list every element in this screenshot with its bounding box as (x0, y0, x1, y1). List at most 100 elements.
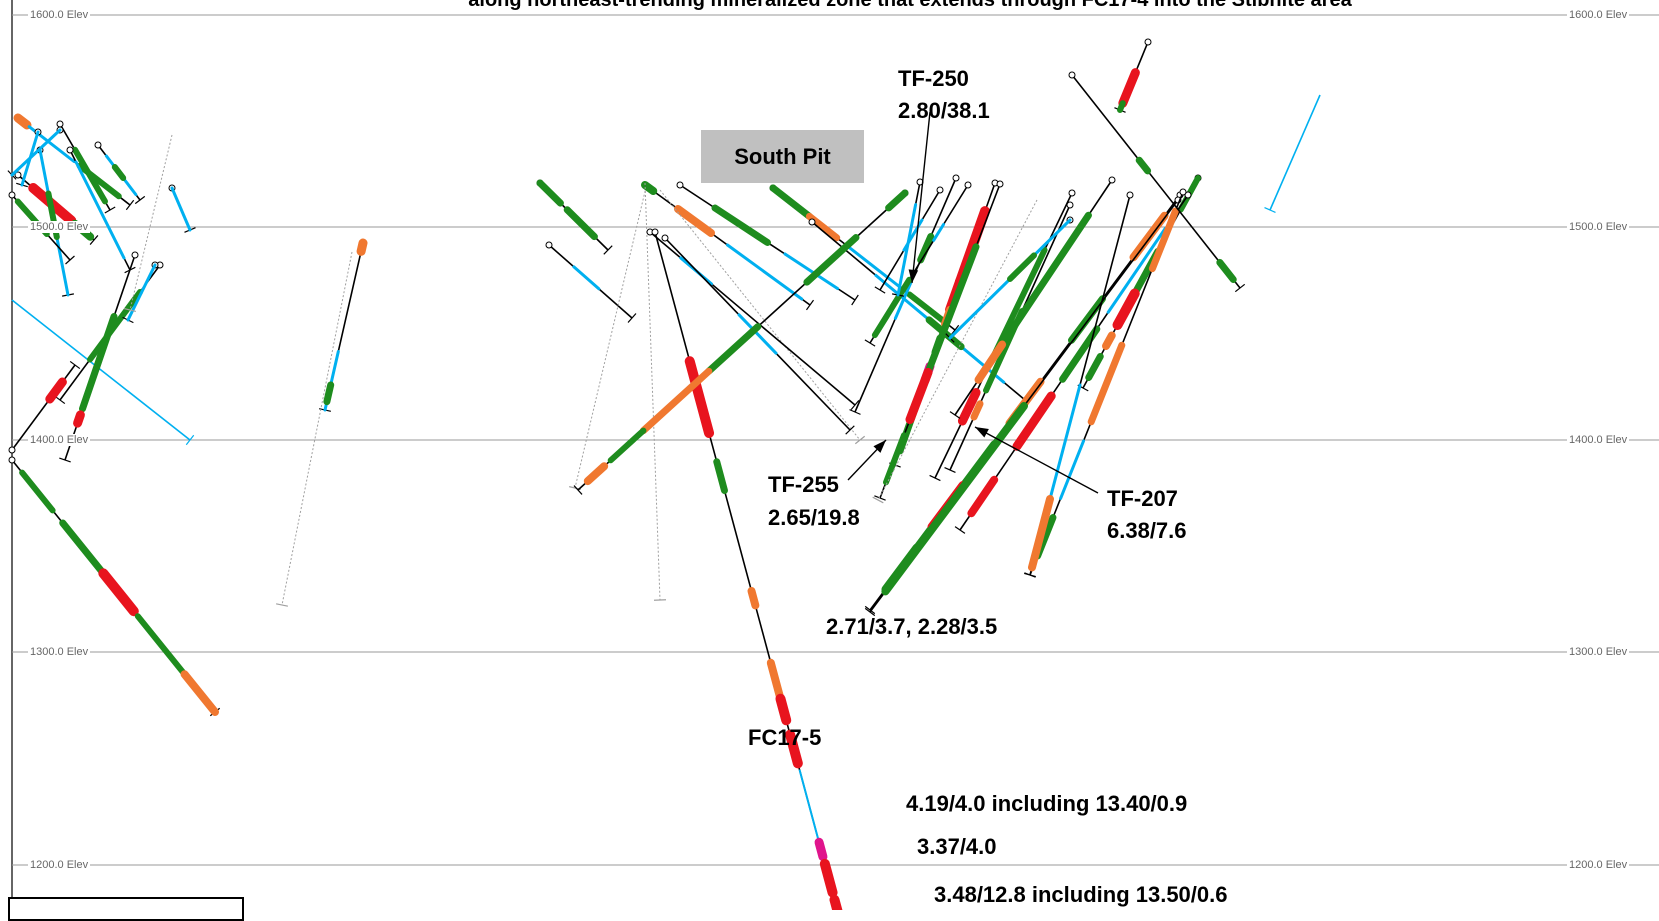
drillhole-L4 (57, 121, 115, 213)
assay-interval (540, 183, 560, 203)
collar-marker (1145, 39, 1151, 45)
assay-interval (974, 404, 980, 417)
elev-label-left-1600: 1600.0 Elev (28, 9, 90, 21)
tf250-grade: 2.80/38.1 (898, 98, 990, 124)
assay-interval (78, 415, 81, 423)
hole-end-tick (55, 396, 65, 403)
assay-interval (588, 466, 604, 481)
fc17-5-hole-id: FC17-5 (748, 725, 821, 751)
hole-end-tick (276, 604, 288, 606)
assay-interval (1106, 336, 1112, 347)
elev-label-right-1400: 1400.0 Elev (1567, 434, 1629, 446)
assay-interval (780, 699, 786, 721)
hole-end-tick (955, 527, 965, 534)
collar-marker (965, 182, 971, 188)
drillhole-M1 (319, 240, 366, 411)
assay-interval (834, 900, 844, 910)
assay-interval (1139, 160, 1147, 171)
elev-label-left-1200: 1200.0 Elev (28, 859, 90, 871)
collar-marker (1127, 192, 1133, 198)
drillhole-trace (282, 252, 352, 605)
assay-interval (103, 573, 133, 611)
drillhole-C7 (677, 182, 858, 305)
collar-marker (1067, 202, 1073, 208)
assay-interval (728, 245, 802, 299)
drillhole-C5 (660, 190, 865, 444)
tf255-grade: 2.65/19.8 (768, 505, 860, 531)
collar-marker (95, 142, 101, 148)
assay-interval (50, 382, 63, 399)
drillhole-C2 (546, 242, 636, 323)
fc17-5-intercept-1: 4.19/4.0 including 13.40/0.9 (906, 791, 1187, 817)
assay-interval (22, 473, 52, 511)
hole-end-tick (1235, 284, 1244, 291)
assay-interval (752, 591, 756, 605)
elev-label-right-1600: 1600.0 Elev (1567, 9, 1629, 21)
drillhole-L6 (67, 147, 135, 273)
fc17-5-upper-intercepts: 2.71/3.7, 2.28/3.5 (826, 614, 997, 640)
drillhole-trace (130, 135, 172, 310)
elev-label-left-1400: 1400.0 Elev (28, 434, 90, 446)
assay-interval (819, 842, 823, 856)
drillhole-C26 (1078, 175, 1201, 391)
assay-interval (128, 265, 155, 320)
drillhole-L7 (169, 185, 196, 232)
hole-end-tick (865, 340, 875, 346)
assay-interval (889, 193, 905, 208)
collar-marker (1109, 177, 1115, 183)
assay-interval (678, 209, 711, 233)
elev-label-left-1300: 1300.0 Elev (28, 646, 90, 658)
collar-marker (132, 252, 138, 258)
assay-interval (90, 292, 140, 360)
elev-label-right-1300: 1300.0 Elev (1567, 646, 1629, 658)
assay-interval (807, 238, 856, 283)
collar-marker (652, 229, 658, 235)
arrowhead (975, 427, 989, 437)
drillhole-C3 (569, 183, 647, 489)
assay-interval (773, 188, 809, 216)
assay-interval (825, 864, 833, 893)
collar-marker (1069, 190, 1075, 196)
assay-interval (76, 162, 124, 258)
collar-marker (57, 121, 63, 127)
drillhole-M2 (276, 252, 352, 606)
hole-end-tick (126, 200, 133, 209)
collar-marker (937, 187, 943, 193)
hole-end-tick (875, 287, 885, 293)
tf207-hole-id: TF-207 (1107, 486, 1178, 512)
assay-interval (115, 167, 123, 178)
tf207-grade: 6.38/7.6 (1107, 518, 1187, 544)
assay-interval (1089, 357, 1101, 378)
elev-label-right-1500: 1500.0 Elev (1567, 221, 1629, 233)
collar-marker (1180, 189, 1186, 195)
fc17-5-intercept-3: 3.48/12.8 including 13.50/0.6 (934, 882, 1228, 908)
drillhole-C15 (865, 182, 971, 346)
assay-interval (1091, 345, 1122, 422)
assay-interval (1123, 73, 1136, 104)
drillhole-L13 (9, 457, 220, 716)
drillhole-L15 (124, 135, 172, 311)
scale-bar (8, 897, 244, 921)
assay-interval (172, 188, 190, 230)
assay-interval (1220, 262, 1233, 279)
elev-label-left-1500: 1500.0 Elev (28, 221, 90, 233)
tf255-hole-id: TF-255 (768, 472, 839, 498)
assay-interval (185, 674, 215, 712)
tf255-leader-arrow (848, 440, 886, 480)
drillhole-L11 (59, 252, 138, 462)
drillhole-C33 (1264, 95, 1320, 212)
collar-marker (9, 447, 15, 453)
south-pit-label: South Pit (701, 130, 864, 183)
assay-interval (846, 245, 901, 288)
drillhole-trace (12, 300, 190, 440)
assay-interval (1120, 103, 1123, 110)
assay-interval (611, 431, 644, 461)
collar-marker (953, 175, 959, 181)
assay-interval (1002, 215, 1088, 344)
tf250-hole-id: TF-250 (898, 66, 969, 92)
drillhole-C13 (574, 190, 908, 494)
collar-marker (677, 182, 683, 188)
assay-interval (645, 185, 653, 191)
collar-marker (9, 457, 15, 463)
